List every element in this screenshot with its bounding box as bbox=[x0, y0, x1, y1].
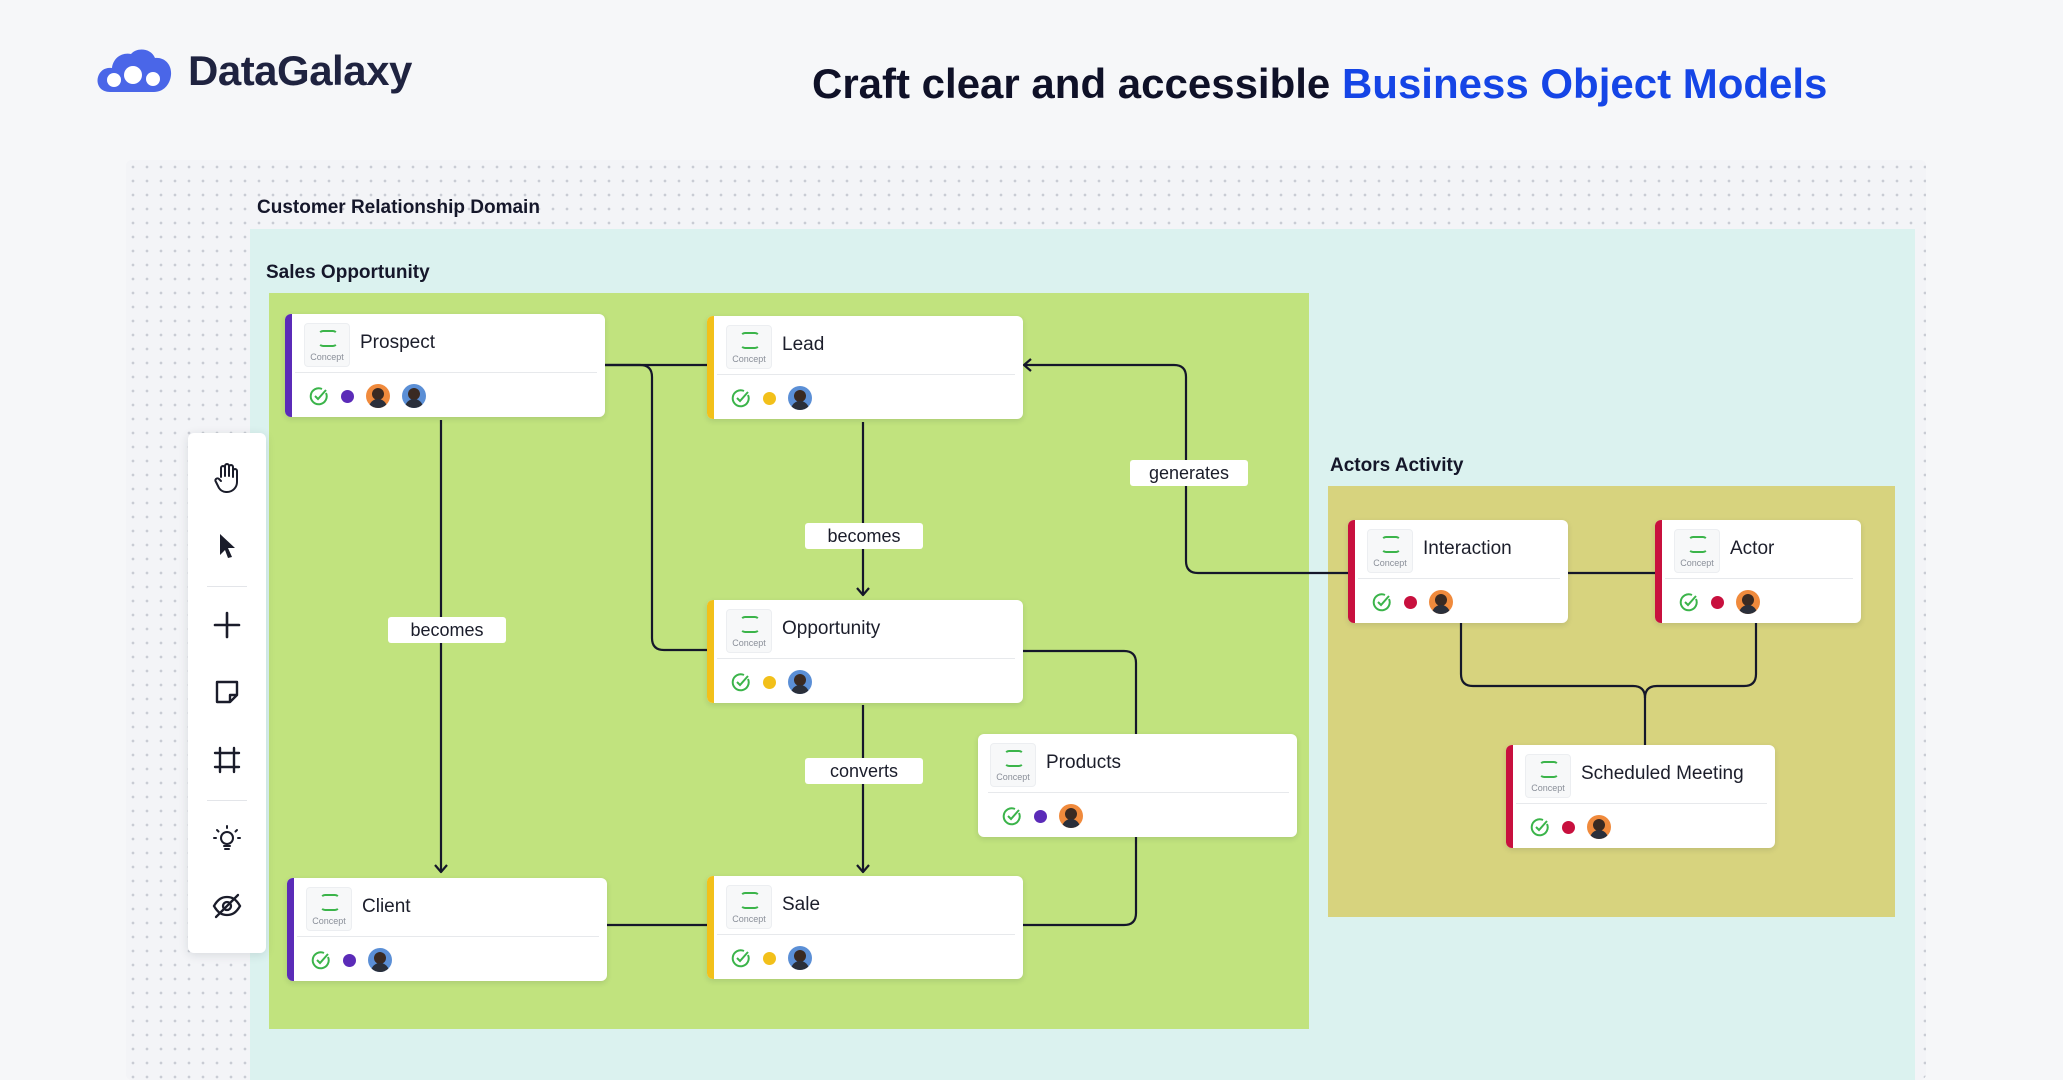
validated-check-icon bbox=[311, 951, 330, 970]
concept-title: Products bbox=[1046, 752, 1121, 773]
validated-check-icon bbox=[1372, 593, 1391, 612]
region-label-crd: Customer Relationship Domain bbox=[257, 197, 540, 218]
edge-label-becomes[interactable]: becomes bbox=[805, 523, 923, 549]
concept-card-opportunity[interactable]: Concept Opportunity bbox=[707, 600, 1023, 703]
hand-icon bbox=[214, 463, 238, 493]
brand-name: DataGalaxy bbox=[188, 47, 412, 94]
region-label-so: Sales Opportunity bbox=[266, 262, 430, 283]
validated-check-icon bbox=[1002, 807, 1021, 826]
validated-check-icon bbox=[309, 387, 328, 406]
toolbar-divider bbox=[207, 800, 247, 801]
concept-icon: Concept bbox=[304, 323, 350, 367]
frame-tool-button[interactable] bbox=[207, 740, 247, 780]
edge-label-becomes[interactable]: becomes bbox=[388, 617, 506, 643]
headline-accent: Business Object Models bbox=[1341, 60, 1828, 107]
status-dot bbox=[1711, 595, 1724, 609]
status-bar bbox=[1655, 520, 1662, 623]
region-label-aa: Actors Activity bbox=[1330, 455, 1464, 476]
avatar[interactable] bbox=[366, 384, 390, 408]
avatar[interactable] bbox=[402, 384, 426, 408]
cloud-logo-icon bbox=[97, 49, 172, 92]
concept-title: Prospect bbox=[360, 332, 435, 353]
avatar[interactable] bbox=[788, 946, 812, 970]
concept-title: Interaction bbox=[1423, 538, 1512, 559]
status-dot bbox=[763, 675, 776, 689]
select-tool-button[interactable] bbox=[207, 526, 247, 566]
eye-off-icon bbox=[212, 893, 242, 919]
status-dot bbox=[1034, 809, 1047, 823]
concept-title: Opportunity bbox=[782, 618, 881, 639]
status-dot bbox=[763, 391, 776, 405]
validated-check-icon bbox=[731, 673, 750, 692]
validated-check-icon bbox=[731, 389, 750, 408]
sticky-note-button[interactable] bbox=[207, 672, 247, 712]
status-bar bbox=[287, 878, 294, 981]
add-concept-button[interactable] bbox=[207, 605, 247, 645]
concept-card-client[interactable]: Concept Client bbox=[287, 878, 607, 981]
concept-icon: Concept bbox=[726, 885, 772, 929]
concept-title: Client bbox=[362, 896, 411, 917]
avatar[interactable] bbox=[368, 948, 392, 972]
status-dot bbox=[763, 951, 776, 965]
status-bar bbox=[285, 314, 292, 417]
validated-check-icon bbox=[1530, 818, 1549, 837]
avatar[interactable] bbox=[1429, 590, 1453, 614]
concept-card-products[interactable]: Concept Products bbox=[978, 734, 1297, 837]
avatar[interactable] bbox=[788, 386, 812, 410]
pointer-icon bbox=[220, 534, 235, 558]
hand-tool-button[interactable] bbox=[207, 458, 247, 498]
lightbulb-icon bbox=[213, 825, 241, 850]
concept-title: Actor bbox=[1730, 538, 1775, 559]
brand-logo: DataGalaxy bbox=[96, 46, 412, 96]
status-bar bbox=[707, 600, 714, 703]
concept-card-prospect[interactable]: Concept Prospect bbox=[285, 314, 605, 417]
avatar[interactable] bbox=[1059, 804, 1083, 828]
page-headline: Craft clear and accessible Business Obje… bbox=[812, 60, 1827, 108]
avatar[interactable] bbox=[1587, 815, 1611, 839]
edge-label-generates[interactable]: generates bbox=[1130, 460, 1248, 486]
concept-icon: Concept bbox=[1674, 529, 1720, 573]
concept-card-interaction[interactable]: Concept Interaction bbox=[1348, 520, 1568, 623]
status-bar bbox=[707, 316, 714, 419]
sticky-note-icon bbox=[215, 680, 239, 704]
concept-icon: Concept bbox=[1525, 754, 1571, 798]
edge-label-converts[interactable]: converts bbox=[805, 758, 923, 784]
concept-title: Lead bbox=[782, 334, 825, 355]
canvas-toolbar bbox=[188, 433, 266, 953]
avatar[interactable] bbox=[1736, 590, 1760, 614]
concept-icon: Concept bbox=[1367, 529, 1413, 573]
headline-prefix: Craft clear and accessible bbox=[812, 60, 1342, 107]
plus-icon bbox=[213, 611, 241, 639]
concept-card-scheduled-meeting[interactable]: Concept Scheduled Meeting bbox=[1506, 745, 1775, 848]
validated-check-icon bbox=[731, 949, 750, 968]
concept-card-actor[interactable]: Concept Actor bbox=[1655, 520, 1861, 623]
status-bar bbox=[707, 876, 714, 979]
avatar[interactable] bbox=[788, 670, 812, 694]
status-dot bbox=[1562, 820, 1575, 834]
toggle-visibility-button[interactable] bbox=[207, 886, 247, 926]
concept-title: Sale bbox=[782, 894, 821, 915]
status-bar bbox=[1348, 520, 1355, 623]
concept-icon: Concept bbox=[990, 743, 1036, 787]
status-dot bbox=[1404, 595, 1417, 609]
toolbar-divider bbox=[207, 586, 247, 587]
validated-check-icon bbox=[1679, 593, 1698, 612]
concept-card-sale[interactable]: Concept Sale bbox=[707, 876, 1023, 979]
suggestions-button[interactable] bbox=[207, 819, 247, 859]
frame-icon bbox=[213, 746, 241, 774]
concept-card-lead[interactable]: Concept Lead bbox=[707, 316, 1023, 419]
status-dot bbox=[343, 953, 356, 967]
concept-icon: Concept bbox=[726, 609, 772, 653]
status-bar bbox=[1506, 745, 1513, 848]
status-dot bbox=[341, 389, 354, 403]
concept-icon: Concept bbox=[726, 325, 772, 369]
concept-title: Scheduled Meeting bbox=[1581, 763, 1744, 784]
concept-icon: Concept bbox=[306, 887, 352, 931]
